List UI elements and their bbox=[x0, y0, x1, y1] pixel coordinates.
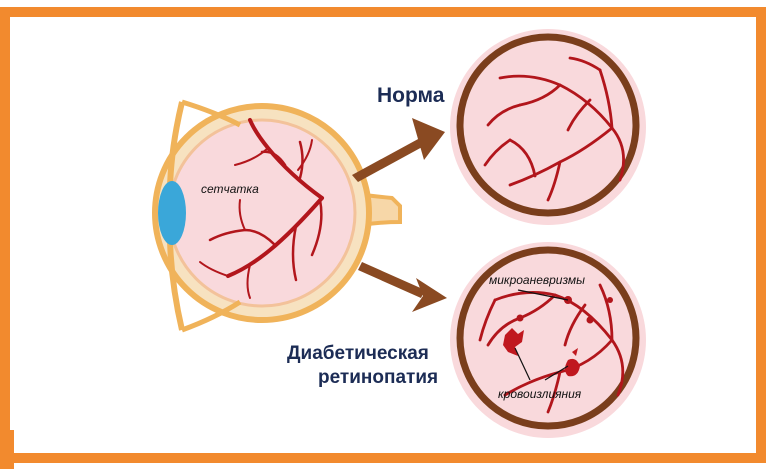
retina-label: сетчатка bbox=[201, 182, 259, 196]
frame-border bbox=[5, 12, 761, 458]
microaneurysm-label: микроаневризмы bbox=[489, 273, 585, 287]
diabetic-fundus bbox=[450, 242, 646, 438]
lens-shape bbox=[158, 181, 186, 245]
diabetic-label-line1: Диабетическая bbox=[287, 343, 429, 365]
arrow-to-diabetic bbox=[358, 262, 447, 312]
diabetic-label-line2: ретинопатия bbox=[318, 367, 438, 389]
hemorrhage-label: кровоизлияния bbox=[498, 387, 581, 401]
eye-diagram bbox=[155, 102, 400, 330]
normal-fundus bbox=[450, 29, 646, 225]
arrow-to-normal bbox=[352, 118, 445, 182]
normal-label: Норма bbox=[377, 84, 444, 108]
